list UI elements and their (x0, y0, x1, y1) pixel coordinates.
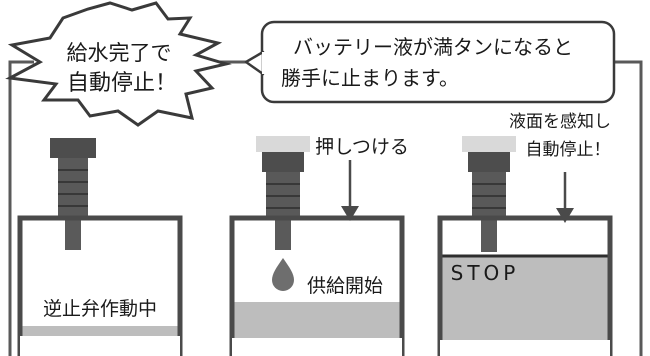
stop-label: STOP (451, 261, 520, 285)
callout-frame (260, 20, 616, 104)
nozzle-grip (472, 183, 506, 209)
liquid-level (440, 255, 610, 340)
liquid-level (232, 302, 402, 338)
caption-idle: 逆止弁作動中 (43, 298, 157, 320)
tank (229, 215, 405, 356)
auto-stop-burst: 給水完了で 自動停止！ (5, 1, 232, 127)
nozzle-grip (58, 169, 88, 207)
down-arrow-icon (556, 208, 574, 223)
nozzle-tip (65, 218, 81, 250)
nozzle-tip (481, 218, 497, 252)
callout-pointer (244, 50, 265, 76)
caption-supply: 供給開始 (307, 275, 383, 297)
nozzle-body (472, 172, 506, 218)
nozzle-cap (462, 136, 516, 152)
label-sense-2: 自動停止！ (526, 140, 611, 160)
tank-base (232, 338, 402, 356)
tank (437, 215, 613, 356)
liquid-level (20, 326, 180, 336)
panel-supply: 押しつける 供給開始 (229, 136, 409, 356)
starburst-shape (5, 1, 232, 127)
label-sense-1: 液面を感知し (509, 112, 611, 132)
callout-box: バッテリー液が満タンになると 勝手に止まります。 (244, 20, 616, 104)
panel-stop: 液面を感知し 自動停止！ STOP (437, 112, 613, 356)
nozzle-cap (50, 138, 96, 158)
liquid-drop-icon (272, 258, 294, 291)
nozzle-tip (275, 218, 291, 250)
nozzle-cap (256, 136, 310, 152)
nozzle-collar (468, 152, 510, 172)
tank (17, 215, 183, 356)
callout-line-2: 勝手に止まります。 (281, 66, 459, 90)
tank-base (440, 340, 610, 356)
nozzle-grip (266, 183, 300, 209)
down-arrow-icon (341, 206, 359, 221)
label-push: 押しつける (315, 136, 409, 158)
nozzle-collar (262, 152, 304, 172)
callout-pointer-mask (262, 52, 266, 74)
tank-base (20, 336, 180, 356)
panel-idle: 逆止弁作動中 (17, 138, 183, 356)
callout-line-1: バッテリー液が満タンになると (293, 35, 573, 59)
burst-line-2: 自動停止！ (67, 71, 177, 96)
burst-line-1: 給水完了で (67, 41, 172, 65)
nozzle-body (58, 158, 88, 218)
nozzle-body (266, 172, 300, 218)
